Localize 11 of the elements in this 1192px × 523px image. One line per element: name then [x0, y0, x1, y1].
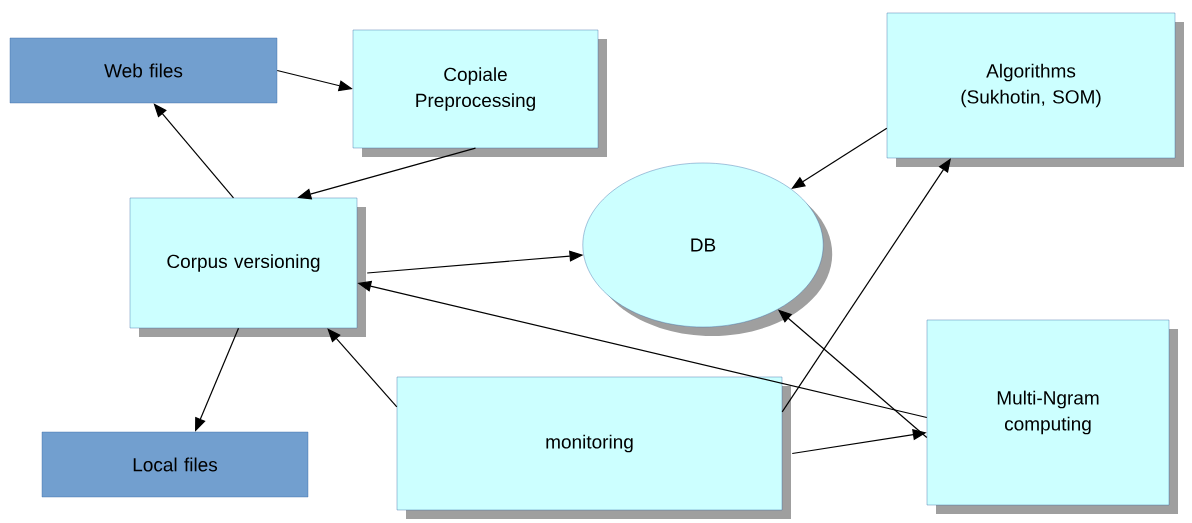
- process-box: Corpus versioning: [129, 197, 366, 337]
- arrow: [327, 328, 398, 408]
- file-box: Local files: [41, 431, 309, 498]
- process-box: Algorithms (Sukhotin, SOM): [886, 12, 1184, 167]
- process-box: Multi-Ngram computing: [926, 319, 1178, 514]
- arrow: [791, 127, 888, 189]
- arrow: [781, 158, 951, 413]
- file-box: Web files: [9, 37, 278, 104]
- process-box: monitoring: [396, 376, 791, 519]
- arrow: [153, 103, 235, 199]
- process-box: Copiale Preprocessing: [352, 29, 607, 157]
